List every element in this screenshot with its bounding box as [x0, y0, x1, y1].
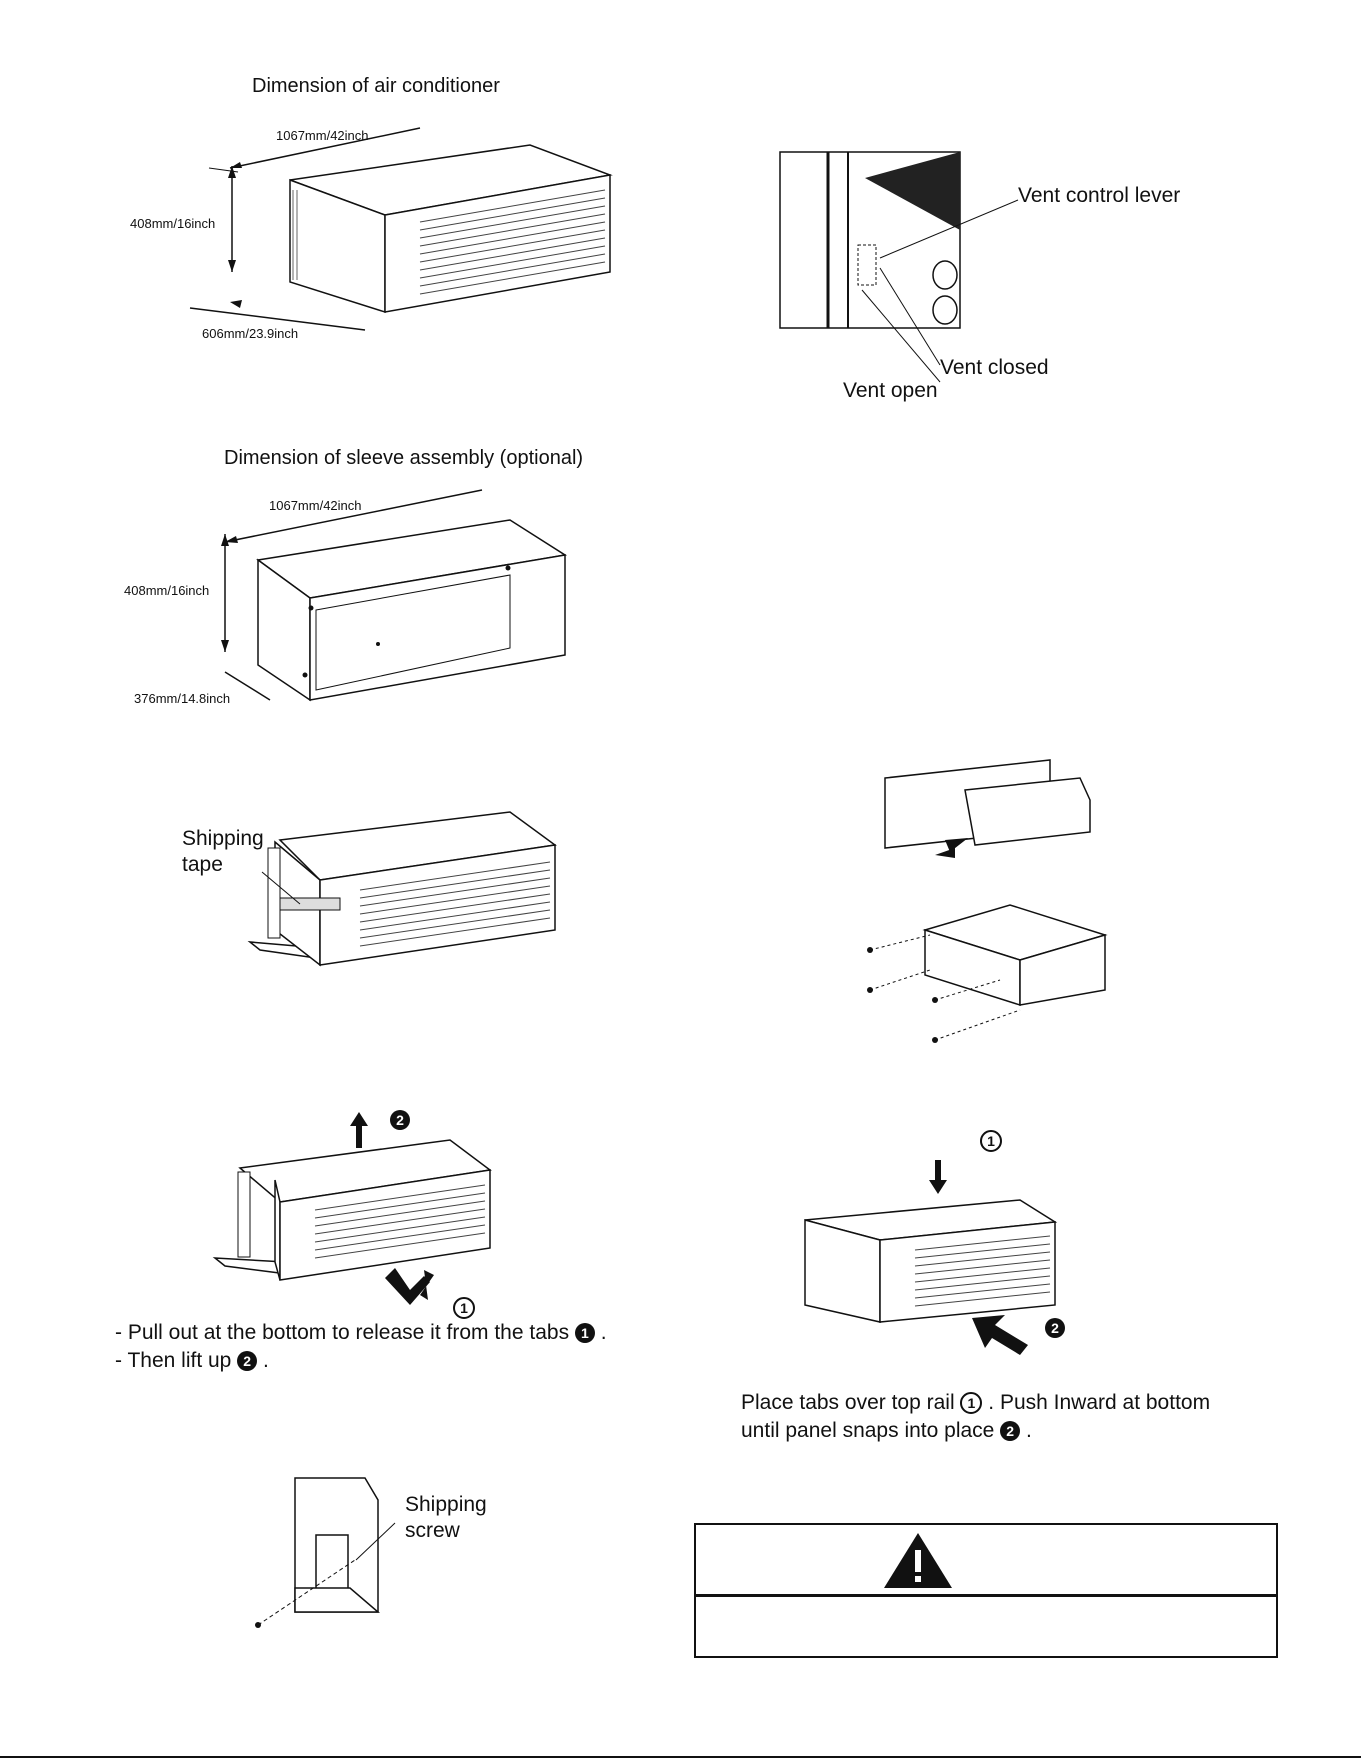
shipping-screw-label-line1: Shipping — [405, 1493, 487, 1516]
figure2-depth-label: 376mm/14.8inch — [134, 691, 231, 706]
sleeve-installation-drawing — [867, 759, 1108, 1043]
remove-step2-marker: 2 — [390, 1110, 410, 1130]
shipping-tape-label-line2: tape — [182, 853, 223, 876]
shipping-screw-label-line2: screw — [405, 1519, 460, 1542]
figure2-title: Dimension of sleeve assembly (optional) — [224, 447, 584, 469]
remove-instruction-line2: - Then lift up 2 . — [115, 1349, 269, 1372]
remove-panel-instructions: - Pull out at the bottom to release it f… — [115, 1320, 607, 1374]
shipping-tape-label: Shipping tape — [182, 826, 264, 878]
step2-circle-icon: 2 — [390, 1110, 410, 1130]
shipping-screw-drawing — [255, 1477, 396, 1628]
step2-circle-icon: 2 — [237, 1351, 258, 1372]
shipping-tape-drawing — [247, 811, 557, 967]
figure1-title: Dimension of air conditioner — [252, 75, 500, 97]
step1-circle-icon: 1 — [574, 1323, 595, 1344]
step2-circle-icon: 2 — [1045, 1318, 1065, 1338]
step1-circle-icon: 1 — [453, 1297, 475, 1319]
remove-instruction-line1: - Pull out at the bottom to release it f… — [115, 1321, 607, 1344]
vent-control-drawing — [779, 151, 1019, 383]
step2-circle-icon: 2 — [1000, 1421, 1021, 1442]
warning-divider — [696, 1594, 1276, 1597]
step1-circle-icon: 1 — [960, 1392, 983, 1415]
install-instruction-line2: until panel snaps into place 2 . — [741, 1419, 1032, 1442]
figure1-height-label: 408mm/16inch — [130, 216, 216, 231]
install-step2-marker: 2 — [1045, 1318, 1065, 1338]
figure2-width-label: 1067mm/42inch — [269, 498, 362, 513]
vent-open-label: Vent open — [843, 379, 938, 402]
remove-panel-drawing — [212, 1112, 492, 1305]
shipping-tape-label-line1: Shipping — [182, 827, 264, 850]
figure2-height-label: 408mm/16inch — [124, 583, 210, 598]
install-step1-marker: 1 — [980, 1130, 1002, 1152]
install-instruction-line1: Place tabs over top rail 1 . Push Inward… — [741, 1391, 1211, 1415]
vent-closed-label: Vent closed — [940, 356, 1049, 379]
step1-circle-icon: 1 — [980, 1130, 1002, 1152]
figure1-width-label: 1067mm/42inch — [276, 128, 369, 143]
shipping-screw-label: Shipping screw — [405, 1492, 487, 1544]
vent-control-lever-label: Vent control lever — [1018, 184, 1181, 207]
sleeve-dimension-drawing — [221, 489, 568, 702]
install-panel-drawing — [804, 1160, 1058, 1355]
air-conditioner-dimension-drawing — [189, 127, 613, 331]
warning-box — [694, 1523, 1278, 1658]
figure1-depth-label: 606mm/23.9inch — [202, 326, 299, 341]
warning-triangle-icon — [884, 1533, 952, 1588]
page-bottom-rule — [0, 1756, 1361, 1758]
install-panel-instructions: Place tabs over top rail 1 . Push Inward… — [741, 1390, 1210, 1444]
remove-step1-marker: 1 — [453, 1297, 475, 1319]
